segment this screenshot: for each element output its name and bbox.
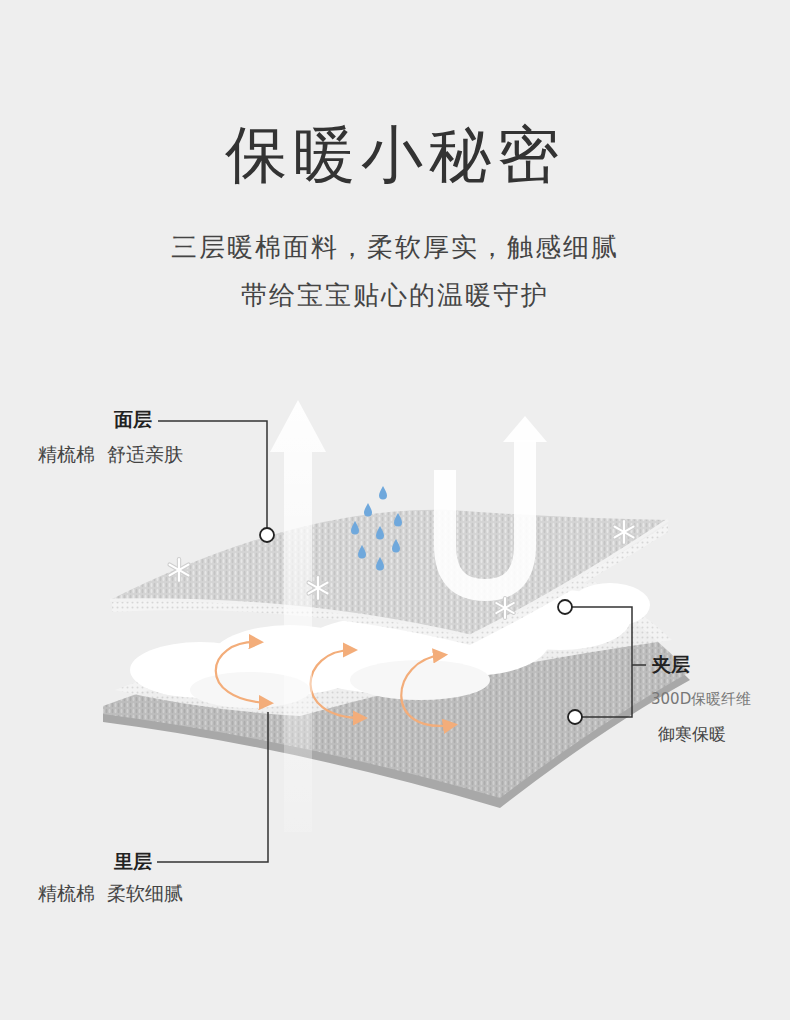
layer-note: 300D保暖纤维: [651, 690, 787, 708]
leader-lines: [157, 421, 646, 862]
breath-arrows: [270, 400, 547, 832]
warmth-arrows: [216, 642, 452, 726]
subtitle: 带给宝宝贴心的温暖守护: [0, 280, 790, 311]
layer-note: 精梳棉 舒适亲肤: [38, 443, 278, 466]
layer-name: 里层: [60, 850, 152, 873]
leader-dots: [260, 528, 582, 724]
moisture-drops: [351, 486, 402, 571]
layer-name: 面层: [60, 408, 152, 431]
layer-name: 夹层: [652, 653, 762, 676]
layer-note: 精梳棉 柔软细腻: [38, 882, 278, 905]
snowflakes: [170, 521, 634, 618]
layer-note: 御寒保暖: [658, 724, 778, 744]
page-title: 保暖小秘密: [0, 118, 790, 192]
subtitle: 三层暖棉面料，柔软厚实，触感细腻: [0, 232, 790, 263]
face-layer: [110, 510, 668, 645]
